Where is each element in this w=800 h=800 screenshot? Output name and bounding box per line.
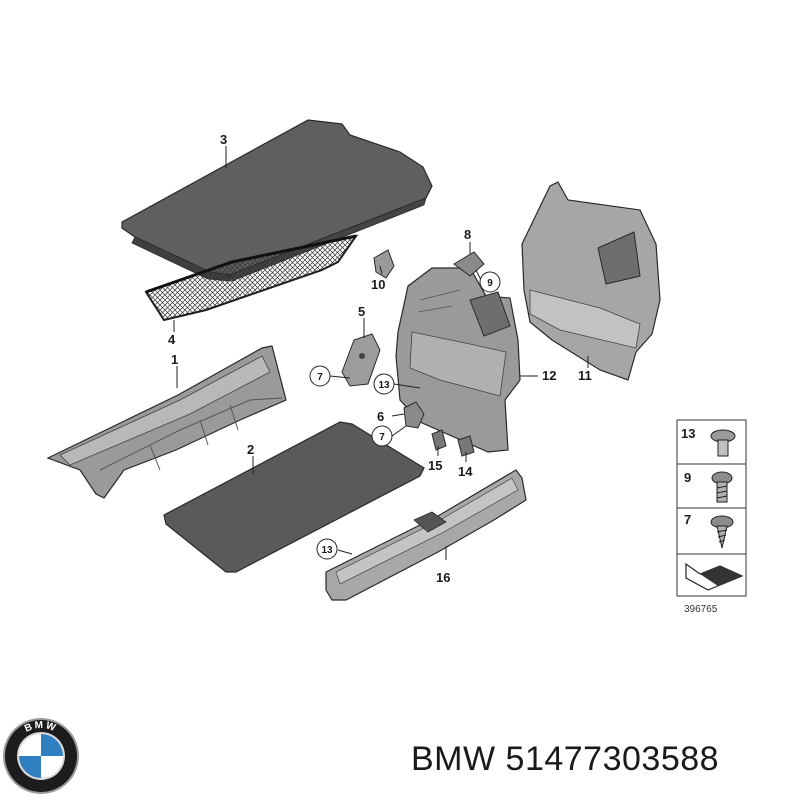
part-6-clip bbox=[403, 401, 425, 429]
callout-13-circled-b: 13 bbox=[316, 538, 338, 560]
callout-1: 1 bbox=[171, 352, 178, 367]
callout-3: 3 bbox=[220, 132, 227, 147]
svg-text:13: 13 bbox=[321, 545, 333, 556]
callout-15: 15 bbox=[428, 458, 442, 473]
svg-text:7: 7 bbox=[317, 372, 323, 383]
callout-9-circled: 9 bbox=[479, 271, 501, 293]
fastener-legend: 13 9 7 396765 bbox=[676, 419, 747, 615]
legend-item-7: 7 bbox=[684, 512, 691, 527]
callout-8: 8 bbox=[464, 227, 471, 242]
part-14-clip bbox=[457, 435, 475, 457]
self-tapping-screw-icon bbox=[710, 515, 734, 549]
svg-text:BMW: BMW bbox=[23, 720, 59, 735]
part-16-loading-sill-trim bbox=[325, 469, 527, 601]
caption-brand: BMW bbox=[411, 740, 496, 778]
clip-rivet-icon bbox=[710, 429, 736, 457]
part-5-bracket bbox=[341, 333, 381, 387]
callout-14: 14 bbox=[458, 464, 473, 479]
part-caption: BMW 51477303588 bbox=[411, 740, 791, 779]
callout-5: 5 bbox=[358, 304, 365, 319]
callout-7-circled-b: 7 bbox=[371, 425, 393, 447]
callout-7-circled-a: 7 bbox=[309, 365, 331, 387]
legend-item-13: 13 bbox=[681, 426, 695, 441]
part-1-rear-trim-panel bbox=[46, 345, 287, 499]
figure-id: 396765 bbox=[684, 604, 718, 615]
part-15-clip bbox=[431, 429, 447, 451]
callout-13-circled-a: 13 bbox=[373, 373, 395, 395]
bmw-logo: BMW bbox=[3, 718, 79, 794]
svg-text:13: 13 bbox=[378, 380, 390, 391]
part-10-holder bbox=[373, 249, 395, 279]
part-4-luggage-net bbox=[144, 234, 359, 322]
callout-4: 4 bbox=[168, 332, 176, 347]
callout-11: 11 bbox=[578, 368, 592, 383]
callout-6: 6 bbox=[377, 409, 384, 424]
leader-lines bbox=[173, 146, 589, 560]
part-11-side-trim-panel bbox=[521, 181, 661, 381]
callout-2: 2 bbox=[247, 442, 254, 457]
arrow-icon bbox=[685, 562, 744, 591]
callout-10: 10 bbox=[371, 277, 385, 292]
callout-16: 16 bbox=[436, 570, 450, 585]
caption-part-number: 51477303588 bbox=[505, 740, 720, 778]
part-12-side-trim-panel bbox=[395, 267, 521, 453]
part-2-floor-mat bbox=[163, 421, 425, 573]
svg-text:7: 7 bbox=[379, 432, 385, 443]
legend-item-9: 9 bbox=[684, 470, 691, 485]
screw-icon bbox=[711, 471, 733, 503]
callout-12: 12 bbox=[542, 368, 556, 383]
svg-text:9: 9 bbox=[487, 278, 493, 289]
